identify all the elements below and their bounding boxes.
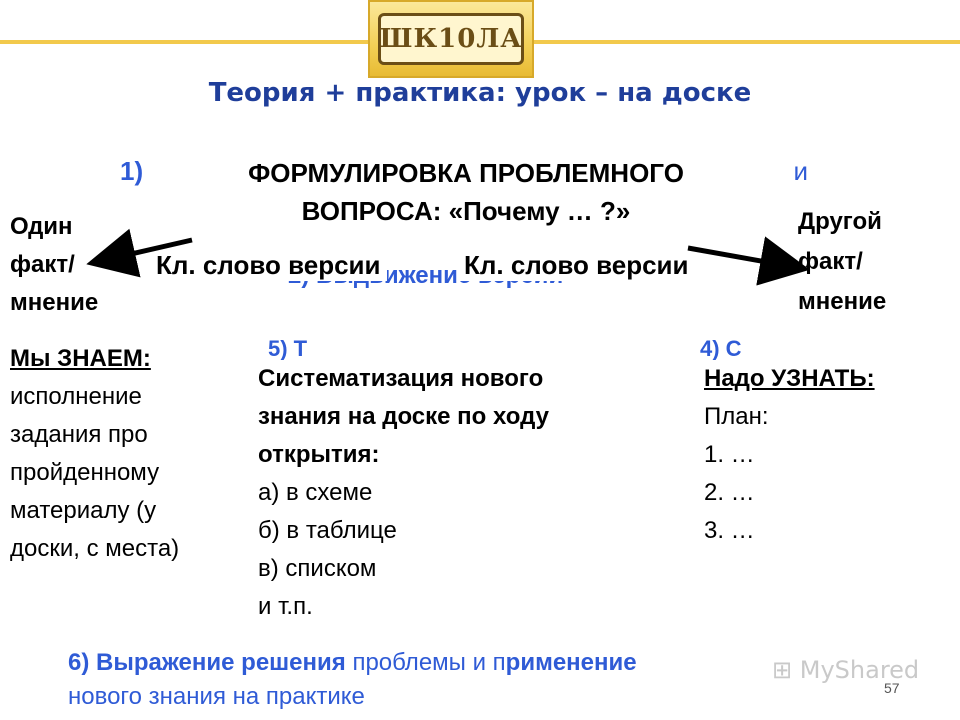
- plan-label: План:: [704, 403, 769, 430]
- keyword-version-right: Кл. слово версии: [458, 250, 695, 281]
- step-6-bold2: рименение: [505, 649, 637, 676]
- problem-box: ФОРМУЛИРОВКА ПРОБЛЕМНОГО ВОПРОСА: «Почем…: [146, 152, 786, 242]
- keyword-version-left: Кл. слово версии: [150, 250, 387, 281]
- arrow-right: [687, 236, 810, 286]
- systematization-line: знания на доске по ходу: [258, 403, 549, 430]
- systematization-line: открытия:: [258, 441, 380, 468]
- problem-line-1: ФОРМУЛИРОВКА ПРОБЛЕМНОГО: [248, 158, 684, 188]
- we-know-block: Мы ЗНАЕМ: исполнение задания про пройден…: [10, 340, 179, 568]
- need-to-know-heading: Надо УЗНАТЬ:: [704, 365, 875, 392]
- step-6-bold1: Выражение решения: [96, 649, 346, 676]
- school-logo: ШК10ЛА: [368, 0, 534, 78]
- right-fact-l2: факт/: [798, 248, 863, 275]
- systematization-block: Систематизация нового знания на доске по…: [258, 360, 549, 626]
- left-fact-l3: мнение: [10, 289, 99, 316]
- systematization-item: в) списком: [258, 555, 377, 582]
- bg-fragment-step4: 4) С: [700, 336, 742, 361]
- cart-icon: ⊞: [772, 656, 793, 684]
- right-fact-l1: Другой: [798, 208, 882, 235]
- systematization-item: и т.п.: [258, 593, 313, 620]
- need-to-know-block: Надо УЗНАТЬ: План: 1. … 2. … 3. …: [704, 360, 881, 550]
- slide-title: Теория + практика: урок – на доске: [208, 78, 752, 108]
- watermark-text: MyShared: [799, 656, 920, 684]
- we-know-line: исполнение: [10, 383, 142, 410]
- we-know-line: материалу (у: [10, 497, 157, 524]
- plan-item: 1. …: [704, 441, 755, 468]
- left-fact: Один факт/ мнение: [10, 208, 98, 322]
- page-number: 57: [884, 680, 900, 696]
- right-fact-l3: мнение: [798, 288, 887, 315]
- systematization-item: а) в схеме: [258, 479, 373, 506]
- left-fact-l2: факт/: [10, 251, 75, 278]
- left-fact-l1: Один: [10, 213, 73, 240]
- step-6-line2: нового знания на практике: [68, 683, 365, 710]
- logo-text: ШК10ЛА: [378, 13, 524, 65]
- step-6-text: 6) Выражение решения проблемы и применен…: [68, 646, 637, 714]
- plan-item: 3. …: [704, 517, 755, 544]
- plan-item: 2. …: [704, 479, 755, 506]
- systematization-item: б) в таблице: [258, 517, 397, 544]
- we-know-line: пройденному: [10, 459, 160, 486]
- arrow-left: [86, 228, 193, 278]
- step-6-normal1: проблемы и п: [345, 649, 506, 676]
- we-know-line: доски, с места): [10, 535, 180, 562]
- we-know-line: задания про: [10, 421, 148, 448]
- bg-fragment-step1: 1): [120, 156, 144, 186]
- right-fact: Другой факт/ мнение: [798, 202, 886, 322]
- step-6-num: 6): [68, 649, 97, 676]
- problem-line-2: ВОПРОСА: «Почему … ?»: [301, 196, 631, 226]
- systematization-line: Систематизация нового: [258, 365, 544, 392]
- myshared-watermark: ⊞ MyShared: [772, 656, 919, 684]
- bg-fragment-step5: 5) Т: [268, 336, 308, 361]
- we-know-heading: Мы ЗНАЕМ:: [10, 345, 151, 372]
